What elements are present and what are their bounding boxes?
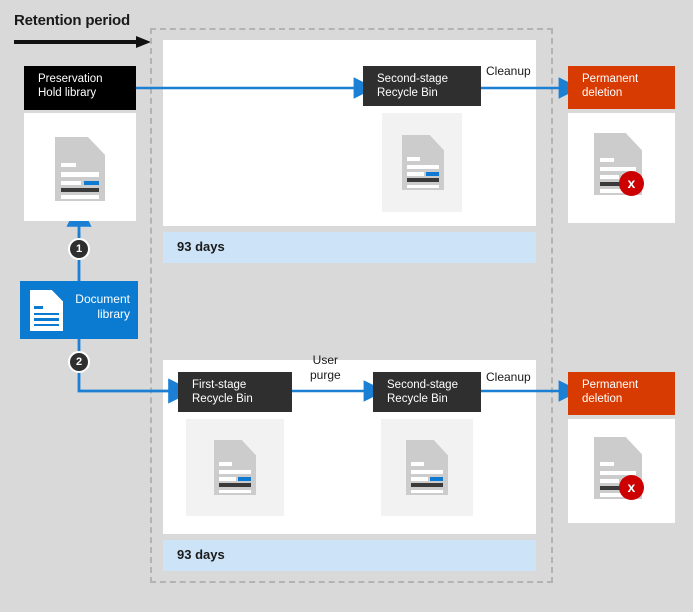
bottom-first-stage-recycle-bin-header[interactable]: First-stage Recycle Bin [178,372,292,412]
preservation-hold-library-header[interactable]: Preservation Hold library [24,66,136,110]
bottom-permanent-deletion-label-line2: deletion [582,392,623,405]
document-icon [402,135,444,190]
document-library-text: Document library [75,292,130,322]
step-marker-2: 2 [68,351,90,373]
retention-boundary [150,28,553,583]
top-second-stage-label-line2: Recycle Bin [377,86,438,99]
top-permanent-deletion-label-line2: deletion [582,86,623,99]
preservation-hold-library-content [24,113,136,221]
document-library-icon [30,290,63,331]
retention-period-label: Retention period [14,12,130,29]
bottom-first-stage-content [186,419,284,516]
top-retention-band: 93 days [163,232,536,263]
document-library-box[interactable]: Document library [20,281,138,339]
retention-period-arrow-icon [14,36,151,48]
bottom-cleanup-label: Cleanup [486,370,531,384]
preservation-hold-library-label-line2: Hold library [38,86,97,99]
user-purge-label-line2: purge [310,368,341,382]
top-retention-band-label: 93 days [177,239,225,254]
bottom-permanent-deletion-label-line1: Permanent [582,379,639,391]
bottom-permanent-deletion-header[interactable]: Permanent deletion [568,372,675,415]
document-deleted-icon: x [594,437,644,501]
top-permanent-deletion-label-line1: Permanent [582,73,639,85]
top-second-stage-content [382,113,462,212]
step-marker-1: 1 [68,238,90,260]
document-library-label-line2: library [97,307,130,321]
top-second-stage-recycle-bin-header[interactable]: Second-stage Recycle Bin [363,66,481,106]
bottom-second-stage-label-line2: Recycle Bin [387,392,448,405]
bottom-second-stage-recycle-bin-header[interactable]: Second-stage Recycle Bin [373,372,481,412]
document-library-label-line1: Document [75,292,130,306]
user-purge-label: User purge [310,353,341,383]
preservation-hold-library-label-line1: Preservation [38,73,103,85]
top-permanent-deletion-content: x [568,113,675,223]
bottom-retention-band-label: 93 days [177,547,225,562]
document-deleted-icon: x [594,133,644,197]
top-cleanup-label: Cleanup [486,64,531,78]
user-purge-label-line1: User [312,353,339,367]
bottom-first-stage-label-line2: Recycle Bin [192,392,253,405]
delete-badge-icon: x [618,171,644,197]
top-permanent-deletion-header[interactable]: Permanent deletion [568,66,675,109]
top-second-stage-label-line1: Second-stage [377,73,448,85]
bottom-second-stage-content [381,419,473,516]
document-icon [214,440,256,495]
bottom-retention-band: 93 days [163,540,536,571]
delete-badge-icon: x [618,475,644,501]
bottom-second-stage-label-line1: Second-stage [387,379,458,391]
document-icon [55,137,105,201]
bottom-first-stage-label-line1: First-stage [192,379,247,391]
document-icon [406,440,448,495]
bottom-permanent-deletion-content: x [568,419,675,523]
